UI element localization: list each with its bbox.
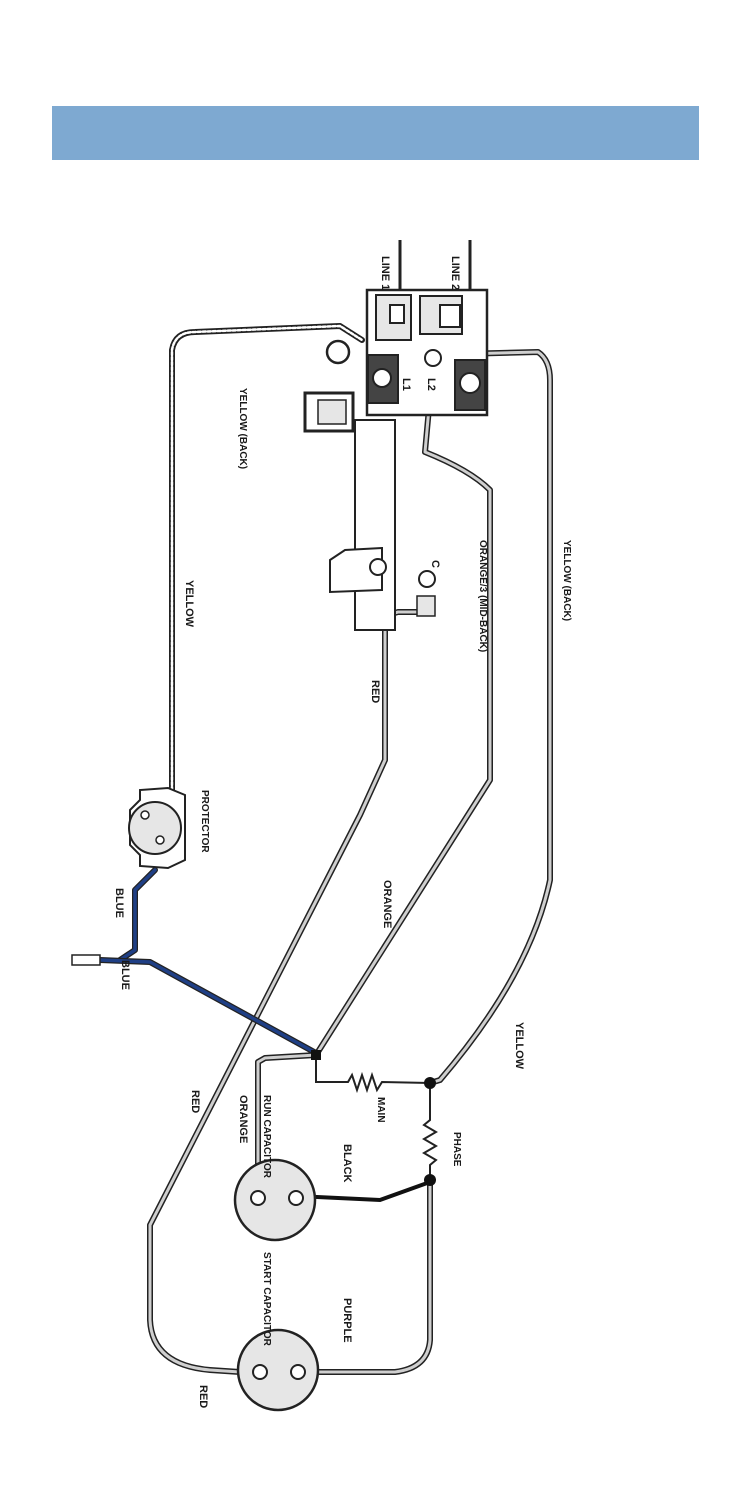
- label-l2: L2: [425, 378, 437, 391]
- wire-main: [316, 1055, 430, 1090]
- wire-red: [150, 612, 420, 1372]
- label-run-capacitor: RUN CAPACITOR: [261, 1095, 272, 1179]
- label-red-upper: RED: [369, 680, 381, 703]
- label-orange-cap: ORANGE: [237, 1095, 249, 1143]
- label-phase: PHASE: [451, 1132, 462, 1167]
- label-c-terminal: C: [429, 560, 441, 568]
- label-start-capacitor: START CAPACITOR: [261, 1252, 272, 1347]
- label-black: BLACK: [341, 1144, 353, 1183]
- protector: [129, 788, 185, 868]
- terminal-block: [305, 290, 487, 630]
- label-orange-mid: ORANGE: [381, 880, 393, 928]
- label-blue-lower: BLUE: [119, 960, 131, 990]
- label-orange-back: ORANGE/3 (MID-BACK): [477, 540, 488, 652]
- label-protector: PROTECTOR: [199, 790, 210, 853]
- wire-blue: [72, 870, 316, 1053]
- label-blue-upper: BLUE: [113, 888, 125, 918]
- label-yellow-top: YELLOW: [183, 580, 195, 628]
- label-l1: L1: [400, 378, 412, 391]
- label-yellow-lower: YELLOW: [513, 1022, 525, 1070]
- junctions: [311, 1050, 436, 1186]
- wire-purple: [298, 1180, 430, 1372]
- wire-phase: [424, 1083, 436, 1180]
- label-red-bottom: RED: [197, 1385, 209, 1408]
- run-capacitor: [235, 1160, 315, 1240]
- label-yellow-back: YELLOW (BACK): [237, 388, 248, 469]
- label-purple: PURPLE: [341, 1298, 353, 1343]
- label-red-lower: RED: [189, 1090, 201, 1113]
- label-line2: LINE 2: [449, 256, 461, 290]
- label-line1: LINE 1: [379, 256, 391, 290]
- wire-orange: [316, 375, 490, 1055]
- label-main: MAIN: [375, 1097, 386, 1123]
- start-capacitor: [238, 1330, 318, 1410]
- label-yellow-back-wire: YELLOW (BACK): [561, 540, 572, 621]
